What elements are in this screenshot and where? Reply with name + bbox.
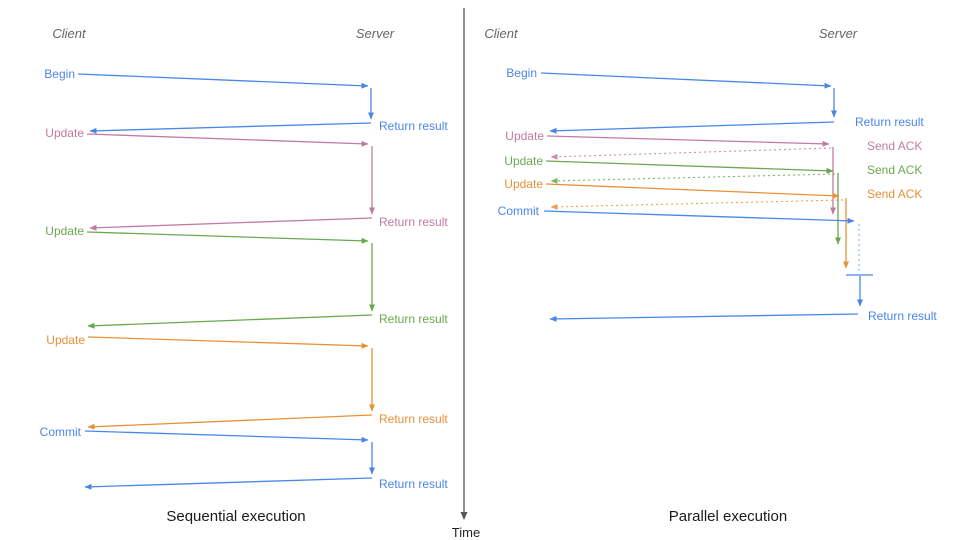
seq-update1-response-label: Return result — [379, 215, 448, 229]
par-begin-response-label: Return result — [855, 115, 924, 129]
seq-update1-return-line — [89, 217, 373, 231]
par-commit-label: Commit — [498, 204, 540, 218]
par-begin-request-line — [540, 72, 832, 89]
par-client-header: Client — [484, 26, 519, 41]
par-commit-request-line — [543, 210, 855, 224]
par-update1-response-label: Send ACK — [867, 139, 922, 153]
seq-update3-return-line — [87, 414, 373, 430]
sequential-title: Sequential execution — [166, 508, 305, 525]
seq-update3-response-label: Return result — [379, 412, 448, 426]
seq-update2-response-label: Return result — [379, 312, 448, 326]
par-begin-return-line — [549, 121, 835, 134]
par-update1-label: Update — [505, 129, 544, 143]
seq-update2-label: Update — [45, 224, 84, 238]
par-update3-response-label: Send ACK — [867, 187, 922, 201]
par-update1-ack-line — [550, 147, 832, 160]
seq-update2-request-line — [86, 231, 369, 244]
seq-begin-request-line — [77, 73, 369, 89]
seq-commit-response-label: Return result — [379, 477, 448, 491]
seq-server-header: Server — [356, 26, 395, 41]
seq-update1-label: Update — [45, 126, 84, 140]
time-axis: Time — [452, 8, 480, 540]
par-update2-response-label: Send ACK — [867, 163, 922, 177]
seq-commit-request-line — [84, 430, 369, 443]
par-update3-label: Update — [504, 177, 543, 191]
par-begin-label: Begin — [506, 66, 537, 80]
seq-update3-request-line — [87, 336, 369, 349]
parallel-title: Parallel execution — [669, 508, 787, 525]
par-update3-request-line — [545, 183, 840, 199]
parallel-panel: Client Server Begin Return result Update… — [484, 26, 937, 525]
seq-commit-return-line — [84, 477, 373, 490]
par-update1-request-line — [546, 135, 830, 147]
seq-begin-response-label: Return result — [379, 119, 448, 133]
seq-update3-label: Update — [46, 333, 85, 347]
seq-begin-label: Begin — [44, 67, 75, 81]
par-update2-ack-line — [550, 173, 836, 184]
seq-update1-request-line — [86, 133, 369, 147]
par-update2-label: Update — [504, 154, 543, 168]
time-axis-label: Time — [452, 525, 480, 540]
par-update3-ack-line — [550, 199, 844, 210]
seq-update2-return-line — [87, 314, 373, 329]
seq-commit-label: Commit — [40, 425, 82, 439]
par-update2-request-line — [545, 160, 834, 174]
par-server-header: Server — [819, 26, 858, 41]
par-commit-return-line — [549, 313, 859, 322]
seq-begin-return-line — [89, 122, 372, 134]
par-commit-response-label: Return result — [868, 309, 937, 323]
sequential-panel: Client Server Begin Return result Update… — [40, 26, 449, 525]
seq-client-header: Client — [52, 26, 87, 41]
